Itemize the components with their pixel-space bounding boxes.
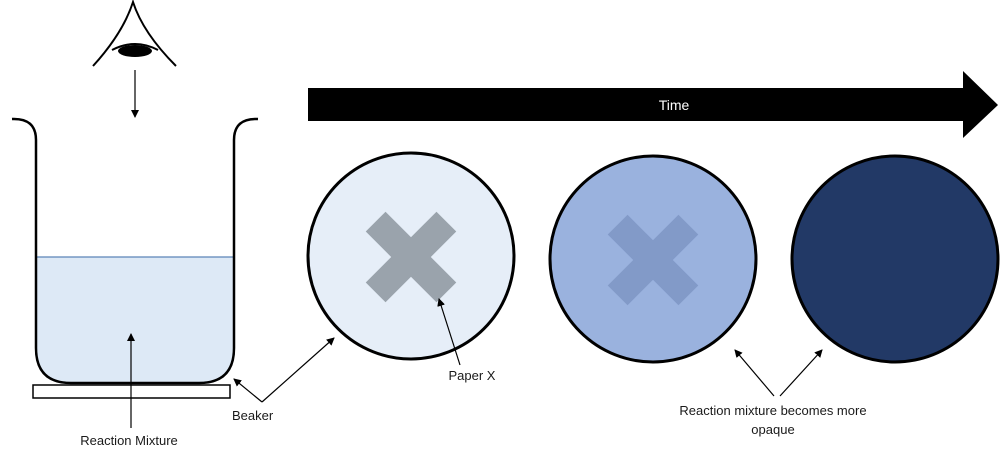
reaction-mixture-label: Reaction Mixture [80, 433, 178, 448]
opaque-arrow-right [779, 349, 823, 397]
beaker-glass [11, 117, 259, 385]
beaker-label: Beaker [232, 408, 274, 423]
paper-x-cross-faded-icon [607, 214, 699, 306]
paper-x-label: Paper X [449, 368, 496, 383]
view-circle-end [790, 154, 1000, 364]
beaker-arrow-left [233, 378, 263, 403]
view-circle-start [306, 151, 516, 361]
reaction-mixture-liquid [36, 257, 234, 383]
opaque-label-line1: Reaction mixture becomes more [679, 403, 866, 418]
beaker-arrow-right [261, 337, 335, 403]
beaker [11, 117, 259, 399]
time-arrow: Time [308, 71, 998, 138]
paper-x-cross-icon [365, 211, 457, 303]
opaque-label-line2: opaque [751, 422, 794, 437]
view-circle-middle [548, 154, 758, 364]
time-label: Time [659, 97, 690, 113]
paper-x-arrow [437, 298, 461, 366]
eye-icon [92, 0, 177, 67]
opaque-arrow-left [734, 349, 775, 397]
